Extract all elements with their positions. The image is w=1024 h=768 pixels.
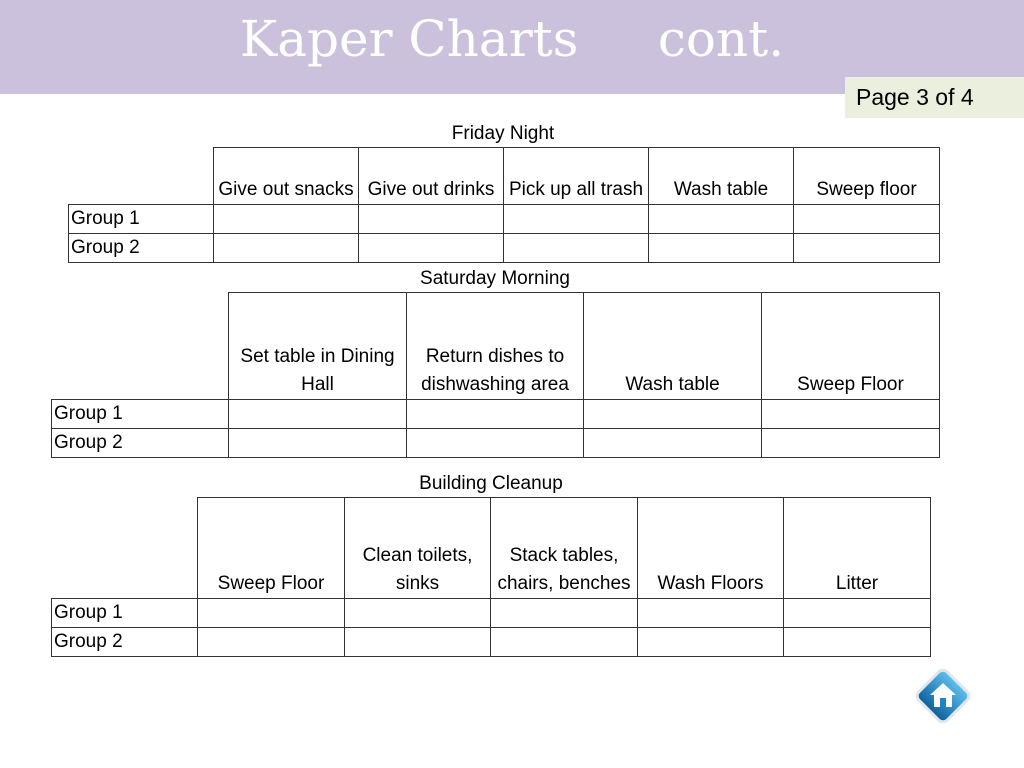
title-banner: Kaper Charts cont. — [0, 0, 1024, 94]
table-cell[interactable] — [503, 203, 649, 234]
table-row: Group 2 — [51, 626, 931, 657]
column-header: Give out snacks — [213, 147, 359, 205]
table-cell[interactable] — [637, 626, 784, 657]
table-cell[interactable] — [344, 626, 491, 657]
table-cell[interactable] — [637, 597, 784, 628]
section-title-building-cleanup: Building Cleanup — [419, 473, 563, 494]
row-label: Group 1 — [68, 203, 214, 234]
table-cell[interactable] — [406, 398, 584, 429]
home-button[interactable] — [913, 666, 973, 726]
table-cell[interactable] — [228, 427, 407, 458]
table-cell[interactable] — [783, 597, 931, 628]
column-header: Sweep Floor — [761, 292, 940, 400]
table-cell[interactable] — [197, 597, 345, 628]
table-cell[interactable] — [783, 626, 931, 657]
table-cell[interactable] — [197, 626, 345, 657]
table-row: Group 2 — [68, 232, 940, 263]
column-header: Give out drinks — [358, 147, 504, 205]
table-cell[interactable] — [213, 203, 359, 234]
row-label: Group 2 — [51, 427, 229, 458]
row-label: Group 2 — [68, 232, 214, 263]
table-row: Group 1 — [51, 597, 931, 628]
table-cell[interactable] — [358, 232, 504, 263]
section-title-saturday-morning: Saturday Morning — [420, 268, 570, 289]
table-cell[interactable] — [583, 398, 762, 429]
column-header: Litter — [783, 497, 931, 599]
table-cell[interactable] — [490, 626, 638, 657]
row-label: Group 1 — [51, 398, 229, 429]
table-cell[interactable] — [358, 203, 504, 234]
table-cell[interactable] — [406, 427, 584, 458]
home-icon — [915, 668, 971, 724]
table-cell[interactable] — [503, 232, 649, 263]
kaper-table-building-cleanup: Sweep Floor Clean toilets, sinks Stack t… — [51, 497, 931, 657]
table-cell[interactable] — [648, 203, 794, 234]
table-cell[interactable] — [793, 232, 940, 263]
table-cell[interactable] — [761, 427, 940, 458]
table-cell[interactable] — [344, 597, 491, 628]
table-corner — [68, 147, 214, 205]
column-header: Set table in Dining Hall — [228, 292, 407, 400]
table-row: Group 2 — [51, 427, 940, 458]
row-label: Group 1 — [51, 597, 198, 628]
row-label: Group 2 — [51, 626, 198, 657]
column-header: Wash table — [648, 147, 794, 205]
table-row: Group 1 — [51, 398, 940, 429]
kaper-table-friday-night: Give out snacks Give out drinks Pick up … — [68, 147, 940, 263]
column-header: Clean toilets, sinks — [344, 497, 491, 599]
table-cell[interactable] — [761, 398, 940, 429]
column-header: Stack tables, chairs, benches — [490, 497, 638, 599]
table-cell[interactable] — [648, 232, 794, 263]
table-cell[interactable] — [228, 398, 407, 429]
table-cell[interactable] — [490, 597, 638, 628]
table-cell[interactable] — [213, 232, 359, 263]
kaper-table-saturday-morning: Set table in Dining Hall Return dishes t… — [51, 292, 940, 458]
column-header: Wash table — [583, 292, 762, 400]
column-header: Pick up all trash — [503, 147, 649, 205]
column-header: Sweep floor — [793, 147, 940, 205]
page-title: Kaper Charts cont. — [239, 10, 785, 68]
table-corner — [51, 497, 198, 599]
column-header: Wash Floors — [637, 497, 784, 599]
table-cell[interactable] — [793, 203, 940, 234]
column-header: Sweep Floor — [197, 497, 345, 599]
table-row: Group 1 — [68, 203, 940, 234]
page-indicator: Page 3 of 4 — [845, 77, 1024, 118]
table-corner — [51, 292, 229, 400]
column-header: Return dishes to dishwashing area — [406, 292, 584, 400]
table-cell[interactable] — [583, 427, 762, 458]
section-title-friday-night: Friday Night — [451, 123, 555, 144]
